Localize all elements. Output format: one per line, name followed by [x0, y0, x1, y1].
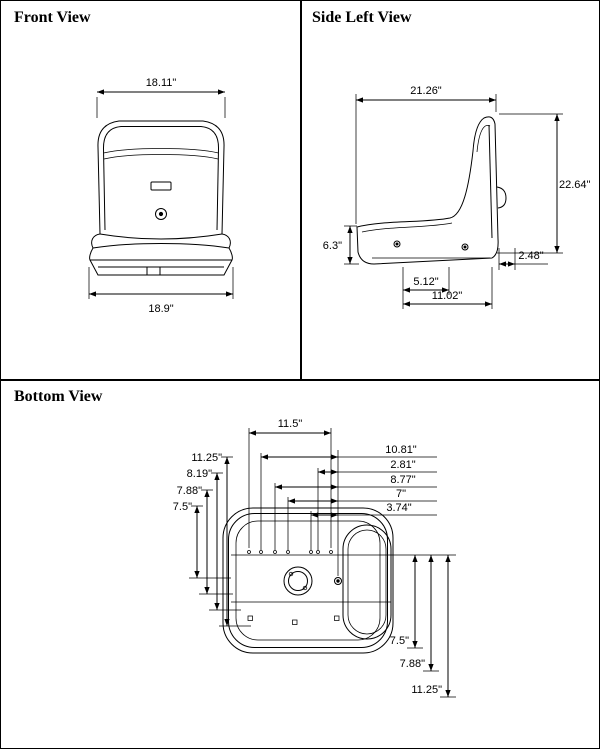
dim-front-top-width: 18.11": [146, 77, 177, 89]
dim-bottom-right-1: 10.81": [385, 444, 417, 456]
front-seat-outline: [89, 120, 233, 276]
side-left-view-title: Side Left View: [312, 9, 412, 26]
dim-bottom-left-1: 11.25": [191, 452, 222, 464]
dim-side-overall-height: 22.64": [559, 179, 591, 191]
dim-side-rear-offset: 2.48": [518, 250, 543, 262]
dim-side-front-height: 6.3": [323, 240, 342, 252]
front-view-title: Front View: [14, 9, 91, 26]
dim-side-top-width: 21.26": [410, 85, 442, 97]
dim-bottom-br-2: 7.88": [400, 658, 425, 670]
side-seat-outline: [356, 116, 507, 265]
dim-bottom-right-5: 3.74": [386, 502, 411, 514]
bottom-view-title: Bottom View: [14, 388, 103, 405]
dim-bottom-right-3: 8.77": [390, 474, 415, 486]
dim-bottom-top-width: 11.5": [278, 418, 303, 430]
dim-bottom-br-3: 11.25": [411, 684, 442, 696]
dim-bottom-left-4: 7.5": [173, 501, 192, 513]
bottom-view-drawing: 11.5" 10.81" 2.81" 8.77" 7" 3.74": [173, 418, 456, 698]
dim-side-base-depth: 11.02": [432, 290, 463, 302]
dim-bottom-left-3: 7.88": [177, 485, 202, 497]
dim-side-hole-spacing: 5.12": [413, 276, 438, 288]
bottom-seat-outline: [222, 507, 394, 654]
dim-bottom-br-1: 7.5": [390, 635, 409, 647]
panel-divider-vertical: [300, 1, 302, 380]
side-left-view-drawing: 21.26" 22.64" 6.3" 5.12" 11.02": [323, 85, 591, 309]
front-view-drawing: 18.11" 18.9": [88, 77, 234, 315]
dim-bottom-left-2: 8.19": [187, 468, 212, 480]
dim-front-bottom-width: 18.9": [148, 303, 173, 315]
dim-bottom-right-2: 2.81": [390, 459, 415, 471]
bottom-dimension-lines: 11.5" 10.81" 2.81" 8.77" 7" 3.74": [173, 418, 456, 698]
panel-divider-horizontal: [1, 379, 599, 381]
side-dimension-lines: 21.26" 22.64" 6.3" 5.12" 11.02": [323, 85, 591, 309]
dim-bottom-right-4: 7": [396, 488, 406, 500]
front-dimension-lines: 18.11" 18.9": [88, 77, 234, 315]
